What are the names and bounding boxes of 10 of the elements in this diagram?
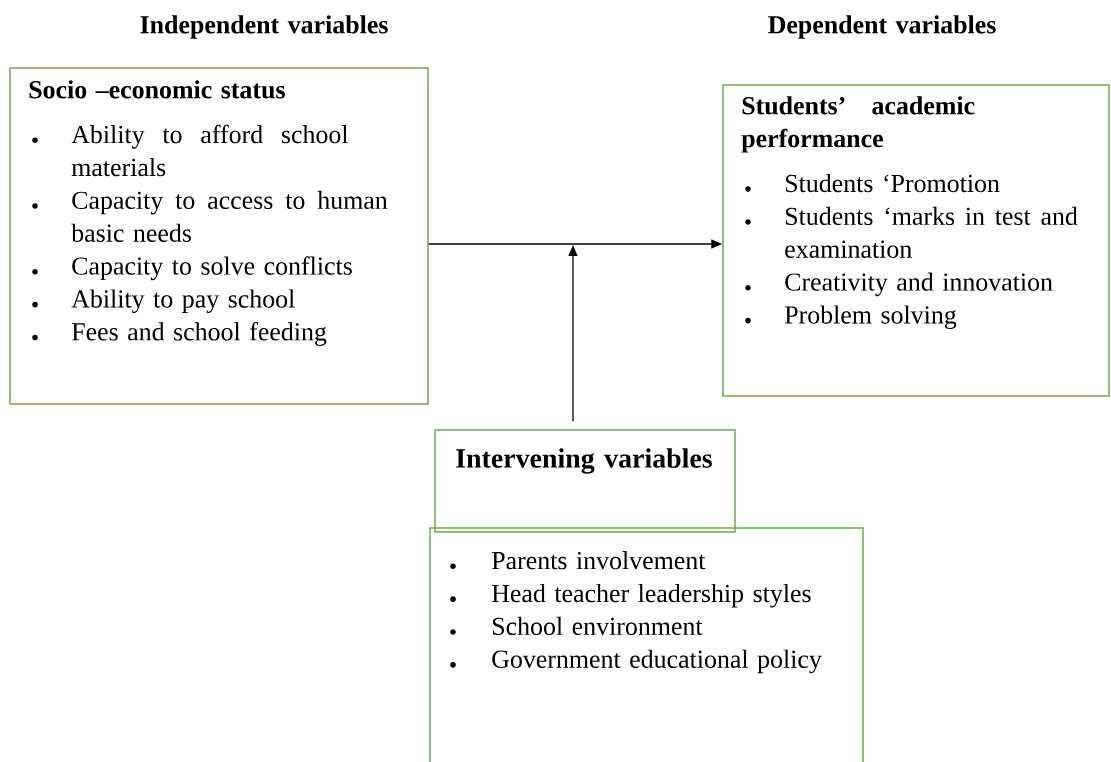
node-label: Parents involvement — [491, 551, 706, 570]
column-heading: Independent variables — [140, 15, 388, 39]
node-label: Government educational policy — [492, 649, 822, 674]
variable-box: Parents involvement Head teacher leadership styles School environment Government educational policy — [429, 527, 864, 762]
heading-box: Intervening variables — [434, 429, 736, 533]
variable-box: Socio –economic status Ability to afford school materials Capacity to access to human basic needs Capacity to solve conflicts Ability to pay school Fees and school feeding — [9, 67, 429, 405]
node-label: School environment — [492, 616, 703, 636]
variable-box: Students’ academic performance Students ‘Promotion Students ‘marks in test and examination Creativity and innovation Problem solving — [722, 84, 1110, 397]
column-heading: Dependent variables — [768, 15, 996, 39]
node-label: Head teacher leadership styles — [491, 583, 811, 608]
